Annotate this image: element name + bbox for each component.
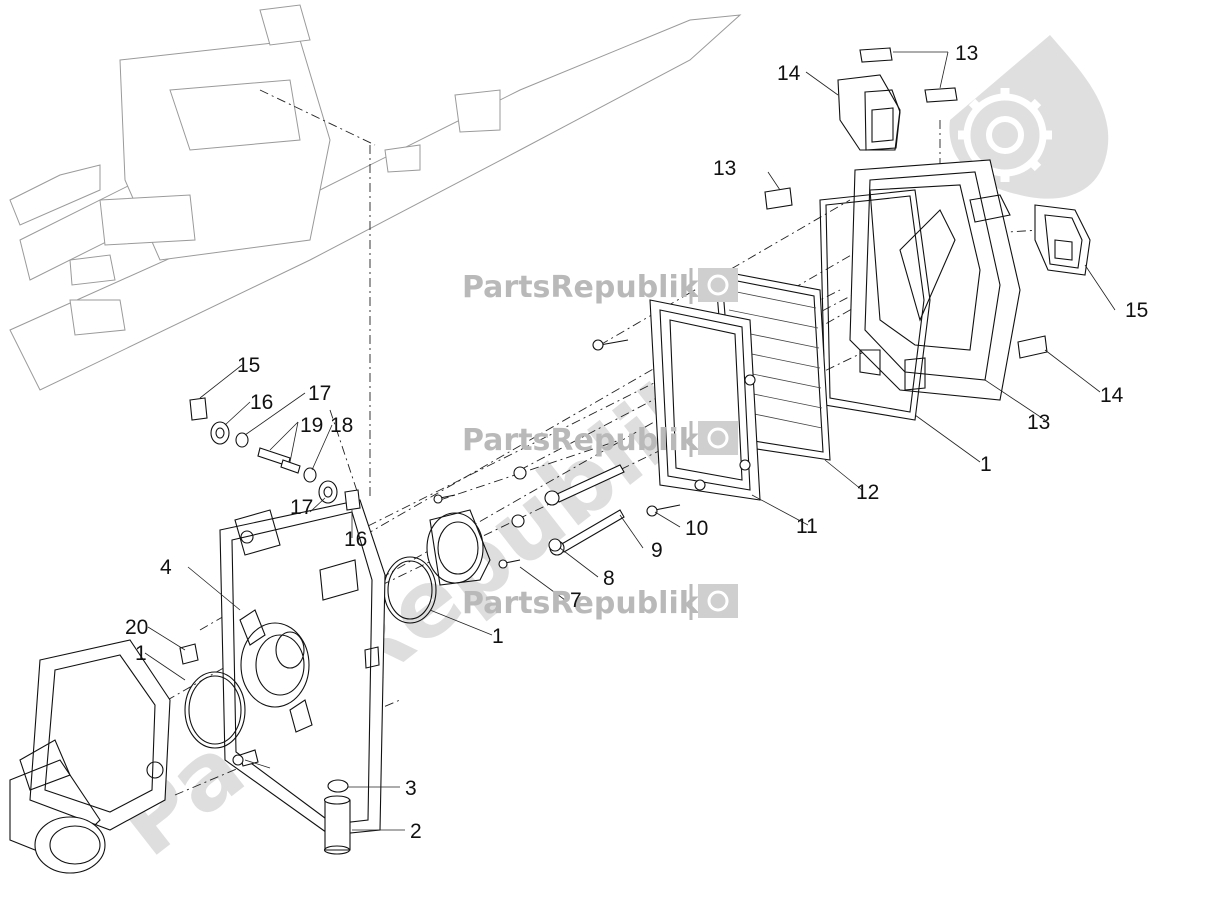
callout-17: 17	[308, 382, 331, 405]
airbox-rear-housing	[849, 159, 1021, 401]
callout-1: 1	[980, 453, 992, 476]
callout-8: 9	[651, 539, 663, 562]
nozzle-20	[232, 749, 259, 767]
intake-duct-14-top	[837, 74, 901, 151]
screw-9	[592, 339, 681, 517]
brand-watermark-2: PartsRepublik	[462, 421, 738, 458]
clip-19	[179, 643, 199, 665]
callout-1: 1	[492, 625, 504, 648]
callout-9: 10	[685, 517, 708, 540]
callout-4: 4	[160, 556, 172, 579]
brand-watermark-text: PartsRepublik	[462, 423, 700, 458]
callout-14: 14	[777, 62, 801, 85]
brand-watermark-text: PartsRepublik	[462, 270, 700, 305]
clip-15	[189, 397, 361, 511]
brand-watermark-3: PartsRepublik	[462, 584, 738, 621]
callout-15: 16	[344, 528, 367, 551]
throttle-body	[9, 639, 171, 874]
callout-17: 18	[330, 414, 353, 437]
callout-2: 2	[410, 820, 422, 843]
gear-flag-icon	[698, 268, 738, 302]
callout-3: 3	[405, 777, 417, 800]
brand-watermark-1: PartsRepublik	[462, 268, 738, 305]
motorcycle-frame	[9, 4, 742, 391]
callout-1: 1	[135, 642, 147, 665]
callout-12: 13	[1027, 411, 1050, 434]
intake-flange	[426, 509, 491, 586]
o-ring-front	[184, 671, 246, 749]
callout-16: 17	[290, 496, 313, 519]
screw-6	[433, 494, 521, 569]
callout-14: 15	[1125, 299, 1148, 322]
callout-7: 8	[603, 567, 615, 590]
callout-13: 14	[1100, 384, 1124, 407]
intake-duct-14-right	[1034, 204, 1091, 276]
airbox-front-housing	[219, 499, 386, 851]
callout-19: 20	[125, 616, 148, 639]
spacer-bush-18	[257, 447, 301, 474]
brand-watermark-text: PartsRepublik	[462, 586, 700, 621]
callout-13: 13	[955, 42, 978, 65]
leader-lines	[144, 51, 1116, 831]
callout-labels: 13 14 13 15 14 13 1 12 11 10 9 8 7 1 15 …	[125, 42, 1148, 843]
gear-flag-icon	[698, 584, 738, 618]
callout-11: 12	[856, 481, 879, 504]
washer-17	[235, 432, 317, 483]
callout-18: 19	[300, 414, 323, 437]
drain-plug-2	[323, 795, 351, 855]
callout-13: 13	[713, 157, 736, 180]
grommet-16	[210, 421, 338, 504]
callout-16: 16	[250, 391, 273, 414]
clip-13	[764, 47, 1048, 359]
clamp-3	[327, 779, 349, 793]
callout-10: 11	[796, 515, 818, 538]
callout-6: 7	[570, 589, 582, 612]
gear-flag-icon	[698, 421, 738, 455]
callout-15: 15	[237, 354, 260, 377]
spacer-7	[511, 466, 562, 552]
filter-frame	[649, 299, 761, 501]
